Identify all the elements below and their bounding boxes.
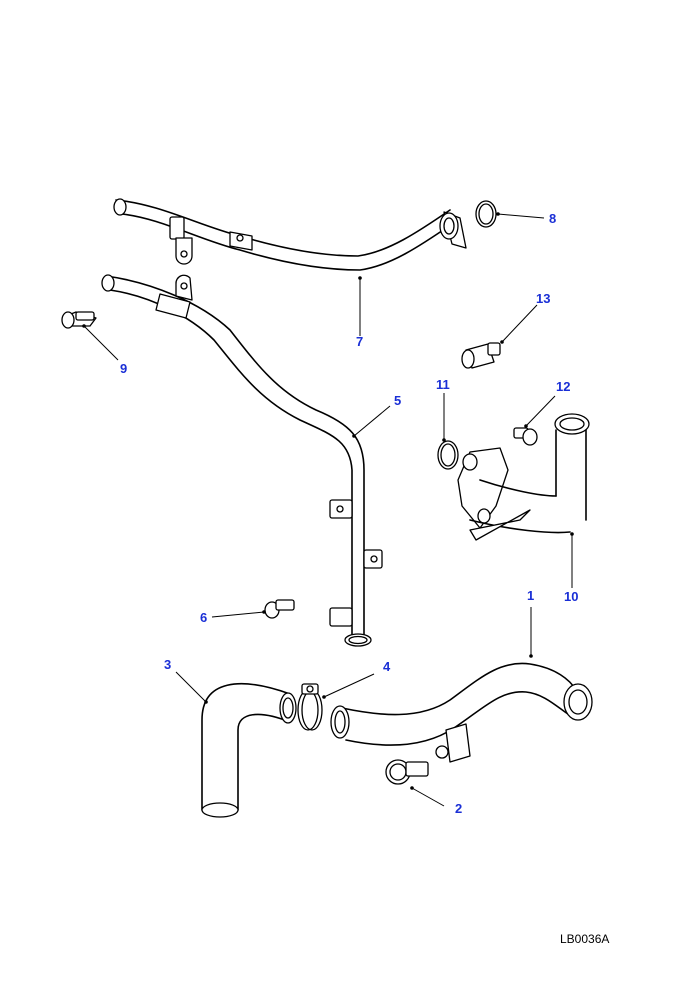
leader-lines — [82, 212, 574, 807]
callout-labels: 1 2 3 4 5 6 7 8 9 10 11 12 13 — [120, 211, 578, 816]
callout-12: 12 — [556, 379, 570, 394]
part-3-hose-elbow — [201, 683, 297, 818]
callout-9: 9 — [120, 361, 127, 376]
part-1-lower-coolant-tube — [330, 662, 593, 763]
callout-13: 13 — [536, 291, 550, 306]
part-8-o-ring — [475, 200, 497, 228]
callout-8: 8 — [549, 211, 556, 226]
part-9-bolt — [61, 311, 97, 329]
callout-2: 2 — [455, 801, 462, 816]
part-6-bolt — [264, 599, 295, 619]
part-5-long-coolant-tube — [101, 274, 383, 647]
callout-5: 5 — [394, 393, 401, 408]
callout-4: 4 — [383, 659, 391, 674]
callout-1: 1 — [527, 588, 534, 603]
callout-6: 6 — [200, 610, 207, 625]
callout-10: 10 — [564, 589, 578, 604]
diagram-reference-code: LB0036A — [560, 932, 610, 946]
part-10-outlet-elbow — [457, 413, 590, 541]
part-13-threaded-plug — [461, 342, 501, 369]
part-4-hose-clamp — [297, 683, 323, 731]
part-2-flange-bolt — [385, 759, 429, 785]
part-11-o-ring — [437, 440, 459, 470]
part-12-bolt — [513, 427, 538, 446]
callout-11: 11 — [436, 377, 450, 392]
part-7-upper-coolant-tube — [113, 198, 467, 271]
callout-7: 7 — [356, 334, 363, 349]
callout-3: 3 — [164, 657, 171, 672]
